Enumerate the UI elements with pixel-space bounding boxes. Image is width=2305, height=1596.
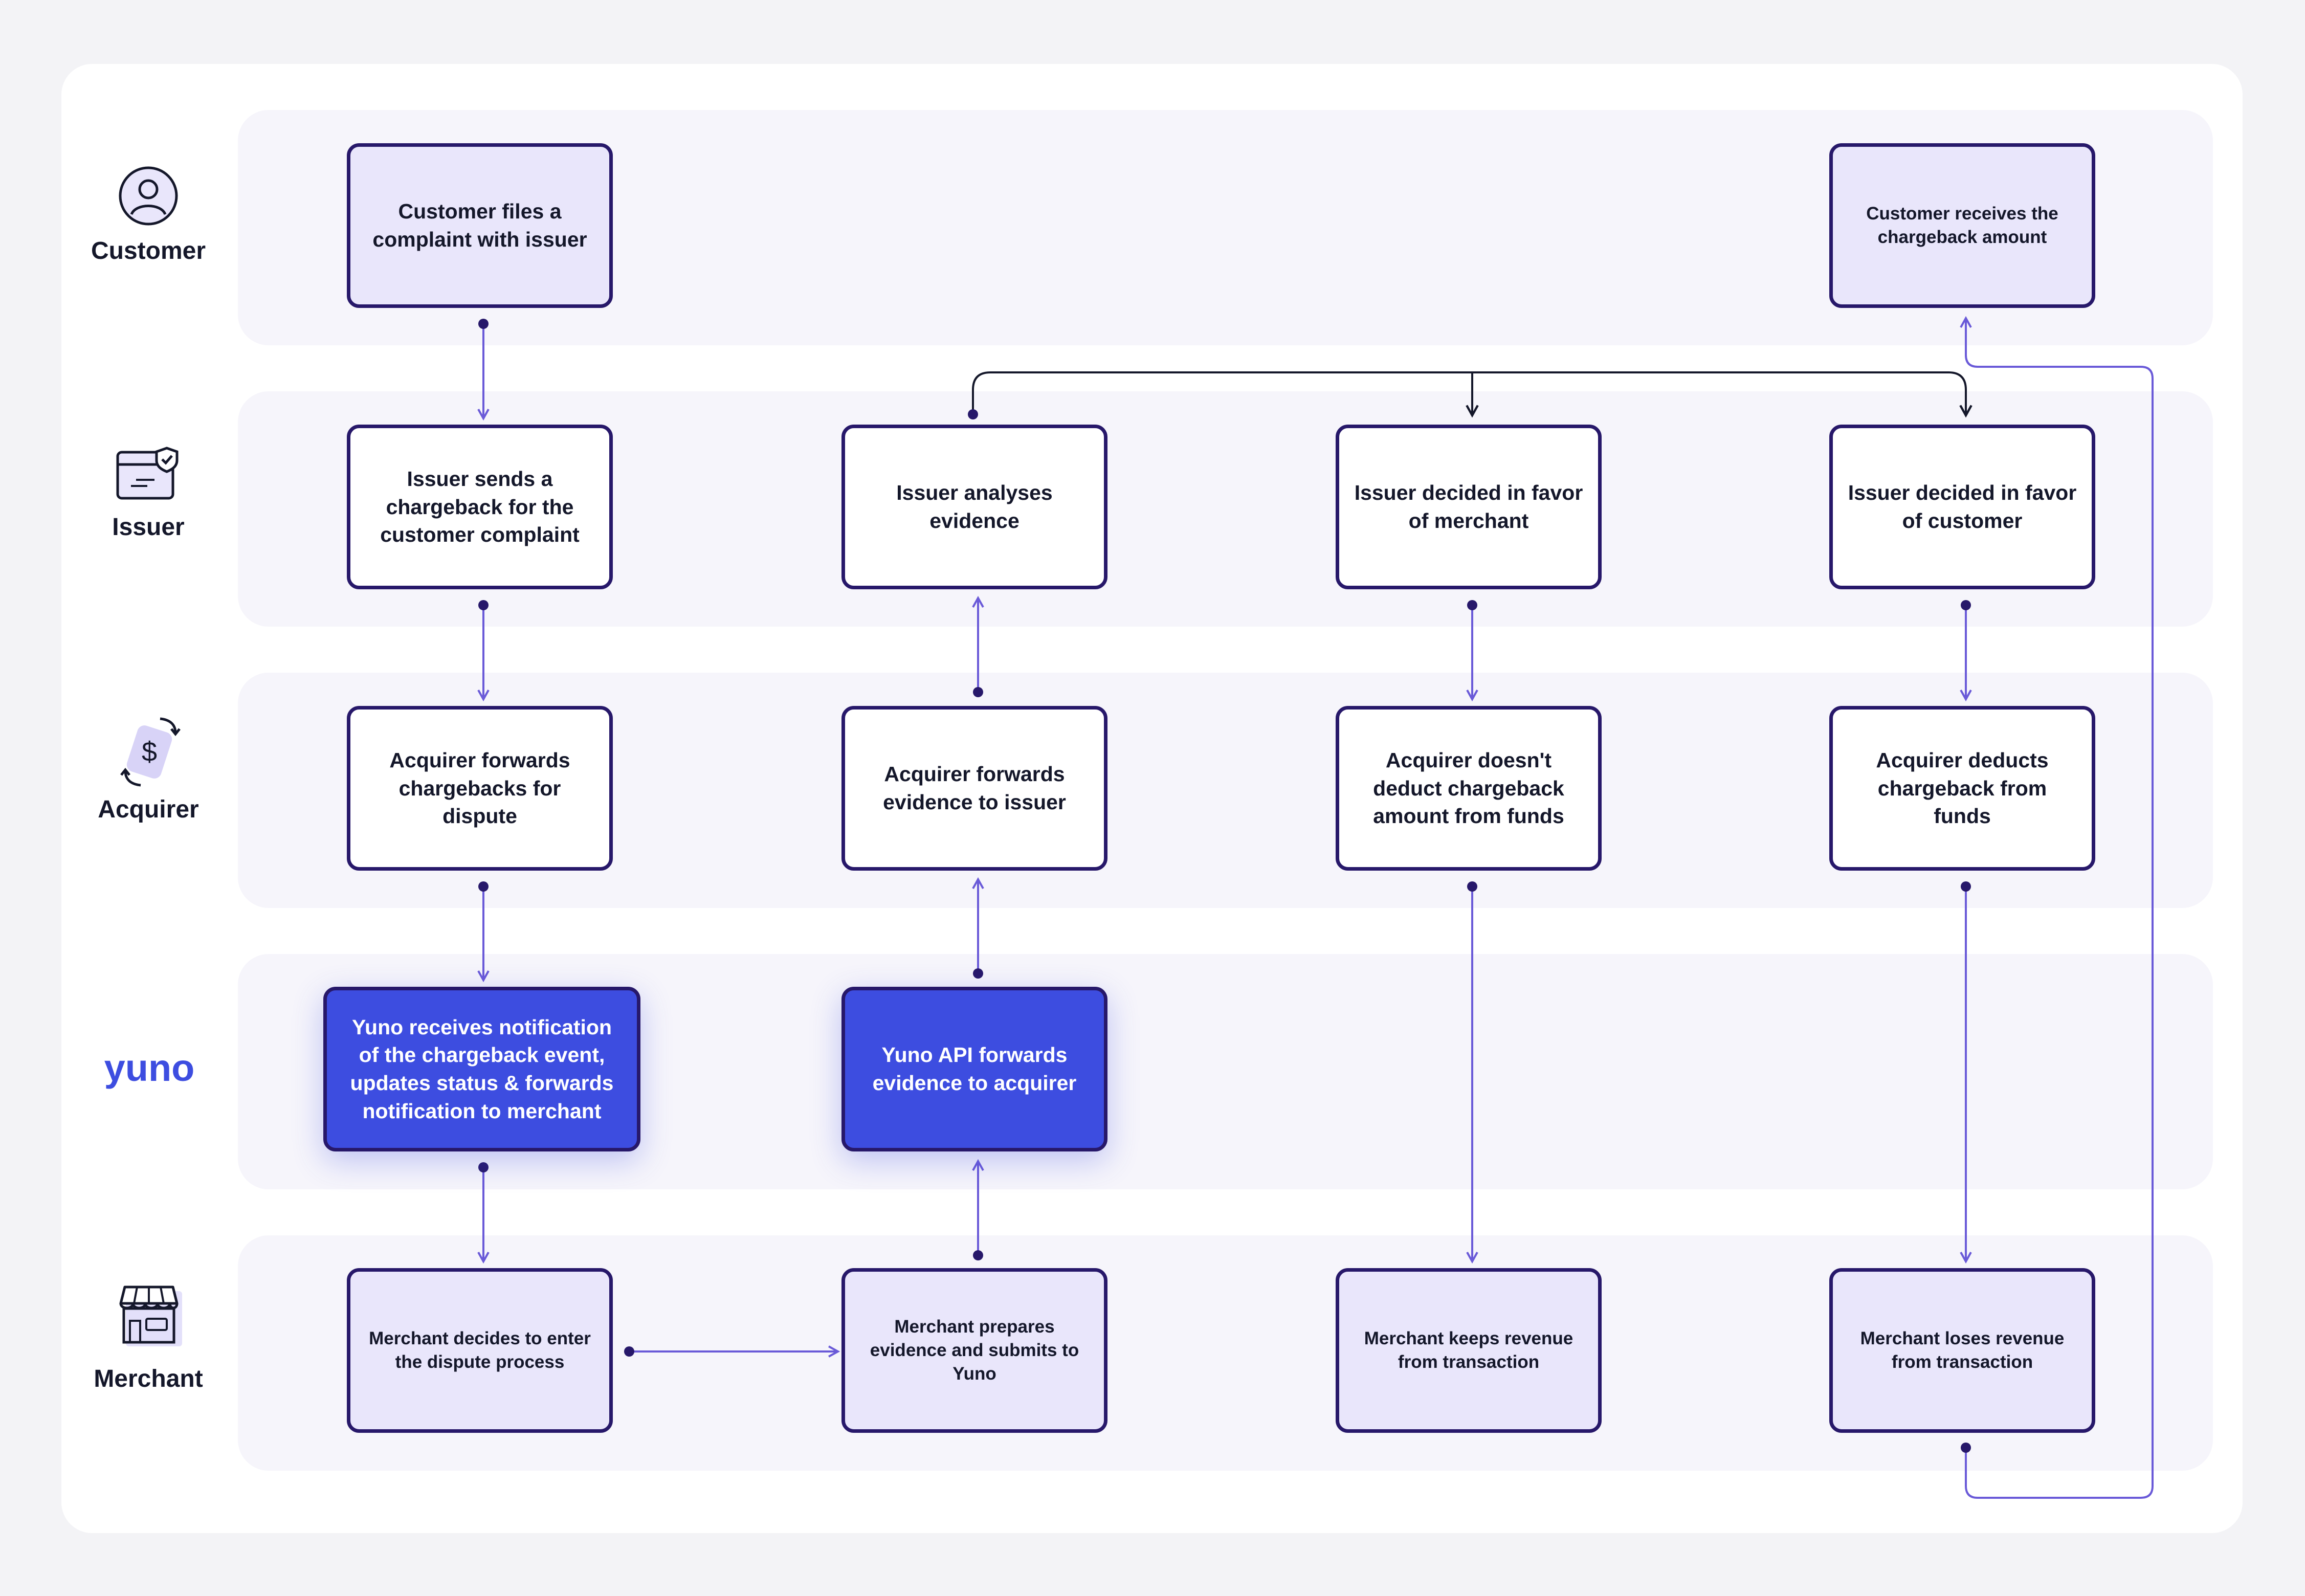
node-issuer-favor-customer: Issuer decided in favor of customer — [1829, 425, 2095, 589]
node-merchant-loses-revenue: Merchant loses revenue from transaction — [1829, 1268, 2095, 1433]
node-acquirer-forwards-evidence: Acquirer forwards evidence to issuer — [841, 706, 1107, 871]
node-customer-receives-amount: Customer receives the chargeback amount — [1829, 143, 2095, 308]
yuno-logo: yuno — [104, 1051, 195, 1089]
arrow-merchant-loses-to-customer-receives — [1966, 318, 2154, 1499]
svg-text:yuno: yuno — [104, 1051, 195, 1089]
node-yuno-api-forwards-evidence: Yuno API forwards evidence to acquirer — [841, 987, 1107, 1151]
node-merchant-keeps-revenue: Merchant keeps revenue from transaction — [1336, 1268, 1602, 1433]
node-acquirer-forwards-chargebacks: Acquirer forwards chargebacks for disput… — [347, 706, 613, 871]
svg-text:$: $ — [142, 737, 157, 767]
branch-issuer-decision — [972, 371, 1966, 415]
lane-label-issuer: Issuer — [112, 514, 185, 541]
lane-label-acquirer: Acquirer — [98, 796, 199, 823]
node-issuer-favor-merchant: Issuer decided in favor of merchant — [1336, 425, 1602, 589]
node-merchant-prepares-evidence: Merchant prepares evidence and submits t… — [841, 1268, 1107, 1433]
user-icon — [119, 166, 178, 226]
node-acquirer-deducts: Acquirer deducts chargeback from funds — [1829, 706, 2095, 871]
lane-label-customer: Customer — [91, 237, 206, 264]
storefront-icon — [119, 1285, 182, 1346]
node-customer-files-complaint: Customer files a complaint with issuer — [347, 143, 613, 308]
credit-card-shield-icon — [116, 447, 179, 500]
node-issuer-sends-chargeback: Issuer sends a chargeback for the custom… — [347, 425, 613, 589]
node-yuno-receives-notification: Yuno receives notification of the charge… — [323, 987, 640, 1151]
dollar-exchange-icon: $ — [120, 717, 181, 787]
lane-label-merchant: Merchant — [94, 1365, 203, 1392]
node-merchant-decides-dispute: Merchant decides to enter the dispute pr… — [347, 1268, 613, 1433]
node-acquirer-doesnt-deduct: Acquirer doesn't deduct chargeback amoun… — [1336, 706, 1602, 871]
node-issuer-analyses-evidence: Issuer analyses evidence — [841, 425, 1107, 589]
